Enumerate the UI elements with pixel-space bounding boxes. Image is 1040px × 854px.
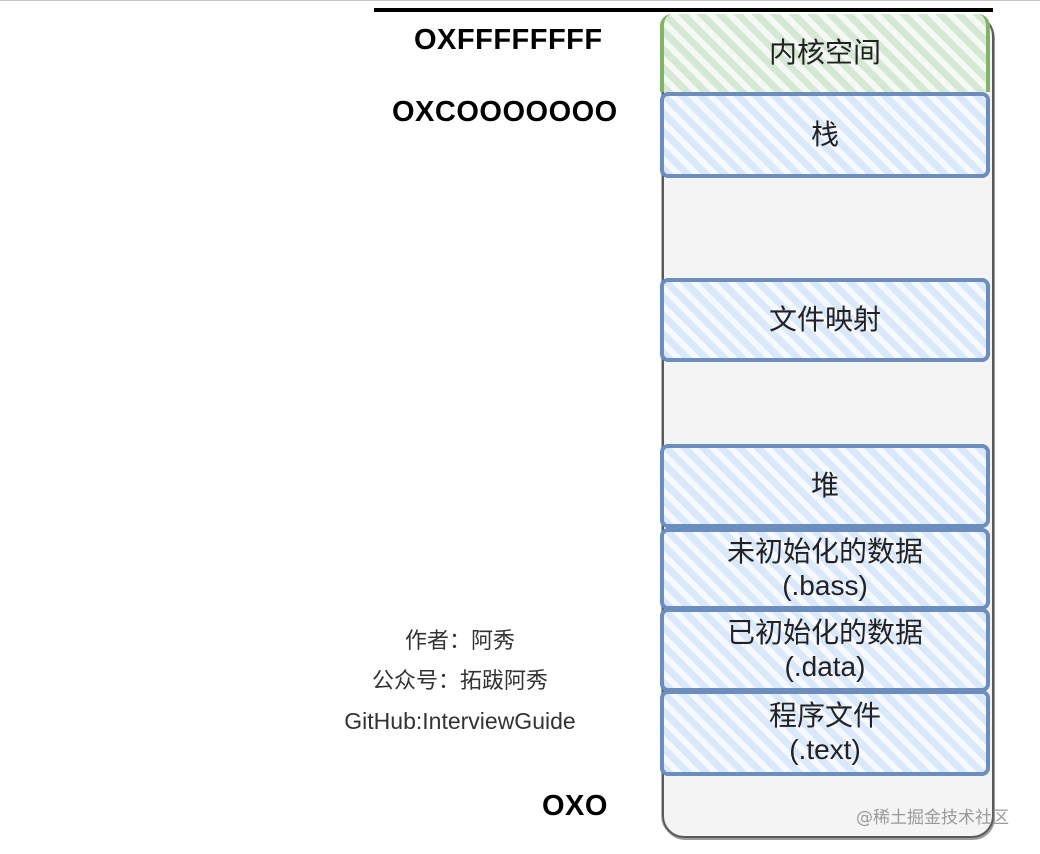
- credit-github: GitHub:InterviewGuide: [344, 708, 576, 734]
- top-border: [0, 0, 1040, 1]
- segment-sublabel: (.bass): [782, 570, 868, 601]
- watermark: @稀土掘金技术社区: [856, 808, 1009, 828]
- segment-stack: 栈: [660, 92, 990, 178]
- segment-label: 未初始化的数据: [726, 535, 923, 569]
- segment-label: 栈: [810, 118, 839, 152]
- segment-kernel-space: 内核空间: [660, 14, 990, 92]
- segment-label: 堆: [810, 469, 839, 503]
- segment-text: 程序文件 (.text): [660, 690, 990, 776]
- segment-heap: 堆: [660, 444, 990, 528]
- address-top-line: [374, 8, 993, 12]
- segment-sublabel: (.data): [784, 651, 866, 682]
- segment-label: 文件映射: [768, 303, 881, 337]
- address-kernel-boundary-label: OXCOOOOOOO: [392, 96, 618, 128]
- segment-sublabel: (.text): [789, 734, 861, 765]
- address-bottom-label: OXO: [542, 790, 608, 822]
- segment-data: 已初始化的数据 (.data): [660, 608, 990, 692]
- credit-author: 作者：阿秀: [404, 629, 515, 654]
- segment-label: 内核空间: [768, 36, 881, 70]
- segment-label: 程序文件: [768, 699, 881, 733]
- segment-bss: 未初始化的数据 (.bass): [660, 528, 990, 610]
- segment-label: 已初始化的数据: [726, 616, 923, 650]
- segment-file-mapping: 文件映射: [660, 278, 990, 362]
- address-top-label: OXFFFFFFFF: [414, 24, 603, 56]
- credit-account: 公众号：拓跋阿秀: [371, 669, 548, 694]
